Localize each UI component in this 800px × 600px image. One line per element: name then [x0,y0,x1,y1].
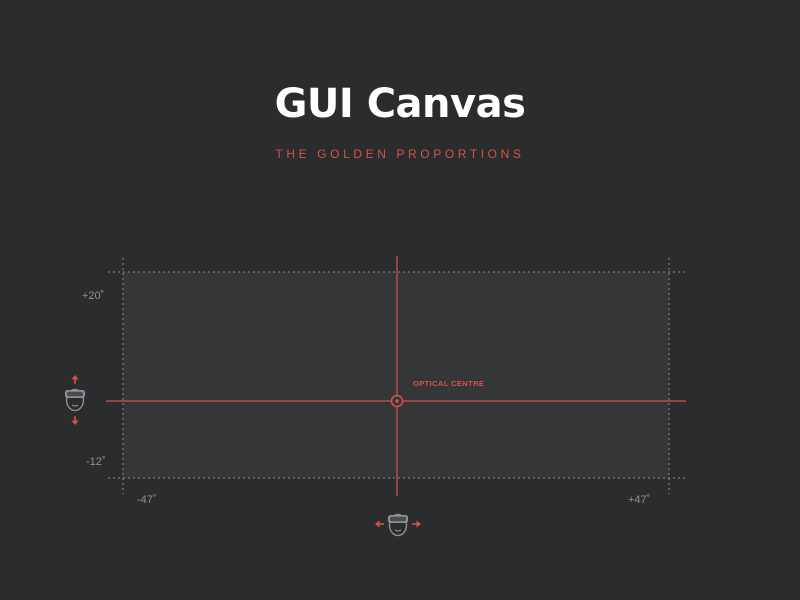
head-horizontal-motion-icon [375,513,421,537]
right-angle-label: +47˚ [628,494,650,506]
top-angle-label: +20˚ [82,290,104,302]
optical-centre-marker [390,394,404,408]
canvas-area [123,272,669,478]
bottom-angle-label: -12˚ [86,456,106,468]
head-vertical-motion-icon [65,375,85,425]
page-title: GUI Canvas [274,81,526,127]
left-angle-label: -47˚ [137,494,157,506]
page-subtitle: THE GOLDEN PROPORTIONS [275,147,525,161]
optical-centre-label: OPTICAL CENTRE [413,379,484,388]
